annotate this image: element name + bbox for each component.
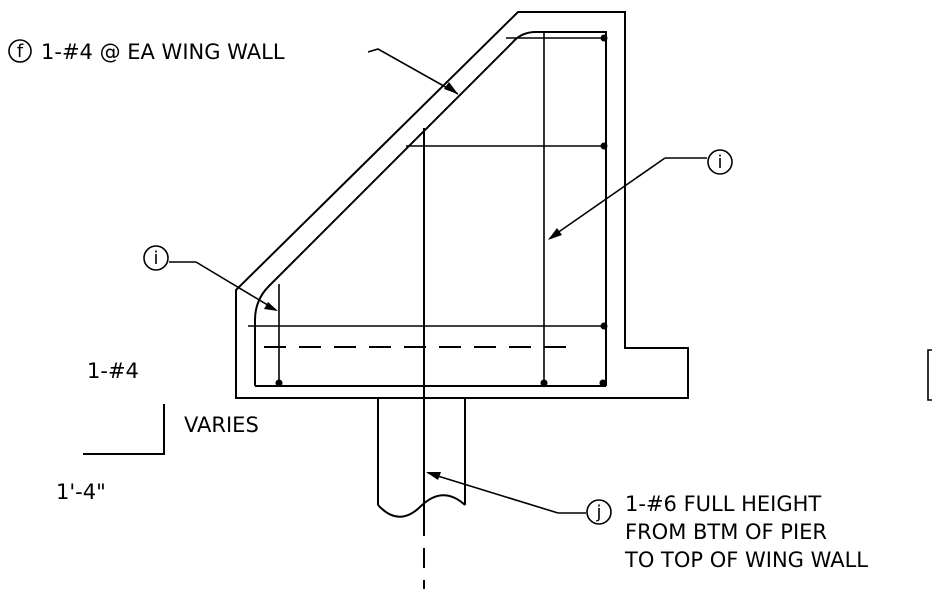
rebar-dots [275,34,608,387]
j-bubble-label: j [595,502,601,523]
edge-bracket-fragment [927,349,932,401]
callout-j: j 1-#6 FULL HEIGHT FROM BTM OF PIER TO T… [426,472,868,572]
j-note-line-2: FROM BTM OF PIER [625,520,827,544]
i-left-bubble-label: i [153,248,158,269]
i-right-bubble-label: i [717,152,722,173]
dimension-label: 1'-4" [56,480,106,504]
varies-label: VARIES [184,413,259,437]
callout-i-right: i [548,149,733,240]
f-bubble-label: f [17,41,24,62]
wing-wall-outline [235,11,689,399]
bend-dimension-sketch: VARIES 1'-4" [56,404,259,504]
bar-count-label: 1-#4 [87,359,139,383]
pier-column [377,398,466,518]
j-note-line-1: 1-#6 FULL HEIGHT [625,492,821,516]
callout-f: f 1-#4 @ EA WING WALL [8,39,459,95]
j-note-line-3: TO TOP OF WING WALL [624,548,868,572]
callout-i-left: i [143,245,278,311]
f-note-text: 1-#4 @ EA WING WALL [41,40,285,64]
rebar-f-bent-bar [254,31,607,386]
